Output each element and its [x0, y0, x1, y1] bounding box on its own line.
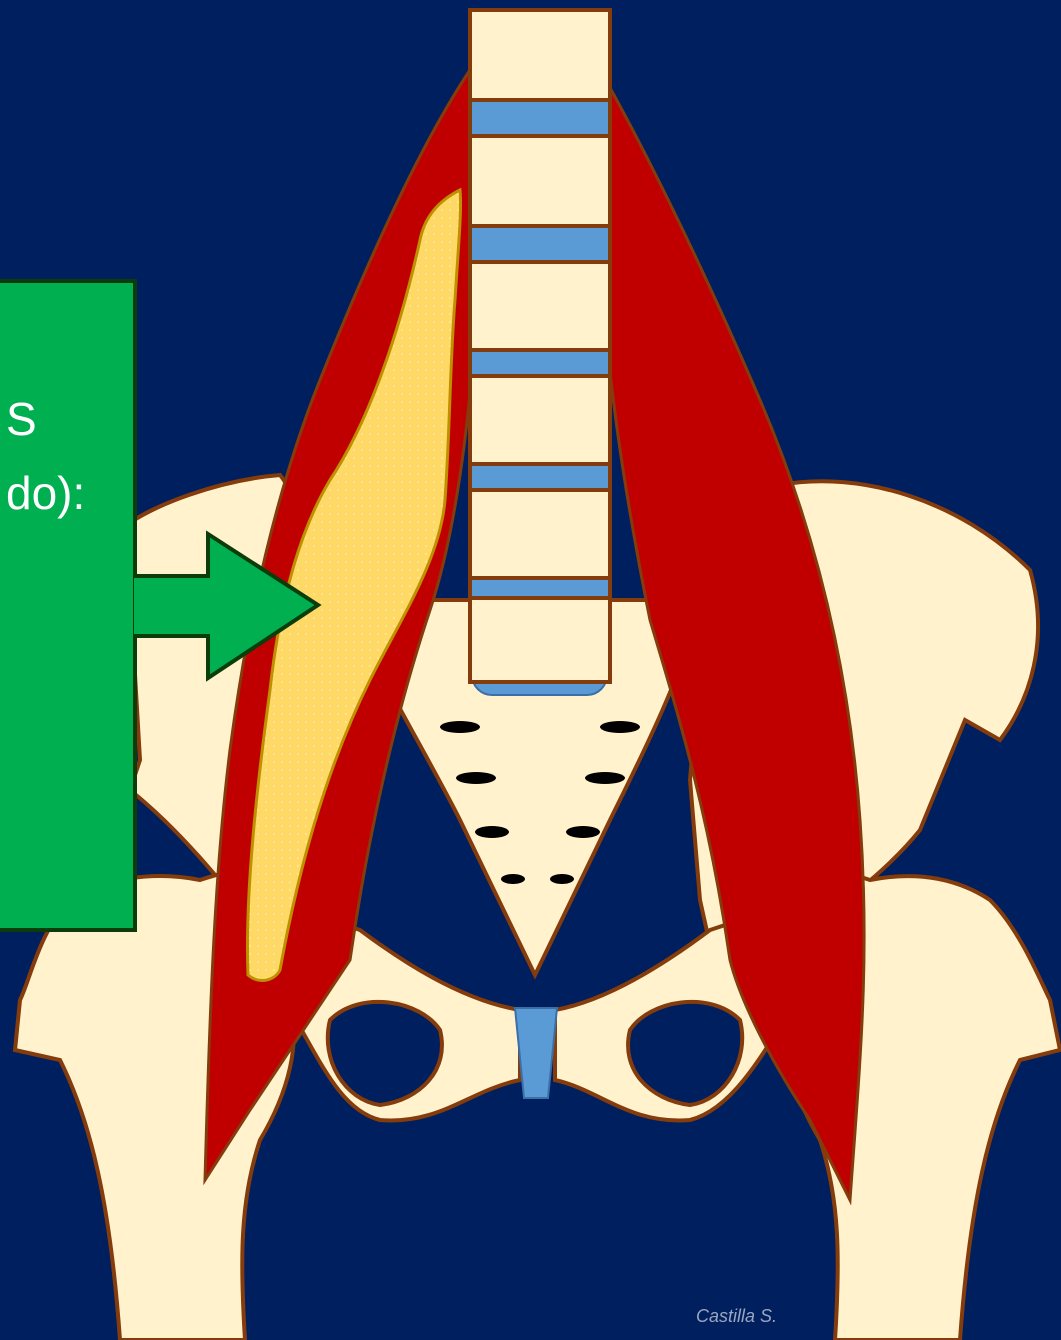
label-box	[0, 281, 135, 930]
vertebra-5	[470, 490, 610, 578]
label-text-line-2: do):	[6, 470, 85, 516]
disc-1	[470, 100, 610, 136]
lumbar-spine	[470, 10, 610, 682]
label-text-line-1: S	[6, 396, 37, 442]
vertebra-4	[470, 376, 610, 464]
disc-3	[470, 350, 610, 376]
author-credit: Castilla S.	[696, 1306, 777, 1327]
disc-4	[470, 464, 610, 490]
vertebra-2	[470, 136, 610, 226]
vertebra-3	[470, 262, 610, 350]
disc-5	[470, 578, 610, 598]
disc-2	[470, 226, 610, 262]
vertebra-6	[470, 598, 610, 682]
pubic-symphysis	[515, 1008, 557, 1098]
vertebra-1	[470, 10, 610, 100]
